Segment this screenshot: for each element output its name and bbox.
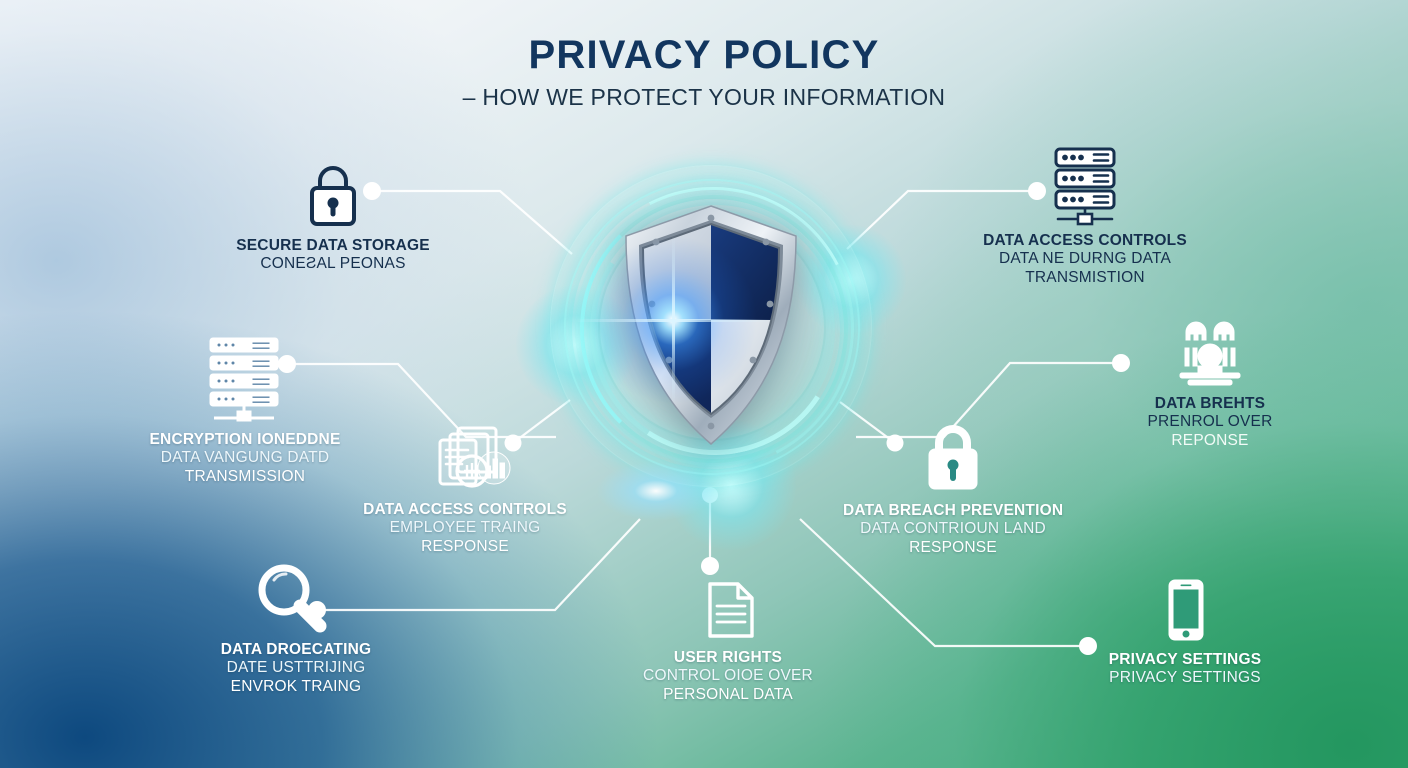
caption-line-1: USER RIGHTS bbox=[673, 649, 783, 666]
server-rack-icon bbox=[970, 145, 1200, 232]
node-caption: PRIVACY SETTINGS PRIVACY SETTINGS bbox=[1085, 651, 1285, 688]
caption-line-2: PRIVACY SETTINGS bbox=[1109, 669, 1261, 687]
node-caption: SECURE DATA STORAGE CONEƧAL PEONAS bbox=[228, 237, 438, 274]
header: PRIVACY POLICY – HOW WE PROTECT YOUR INF… bbox=[0, 34, 1408, 110]
caption-line-2: PRENROL OVER bbox=[1147, 413, 1273, 431]
caption-line-2: EMPLOYEE TRAING bbox=[389, 519, 541, 537]
lock-outline-icon bbox=[228, 162, 438, 237]
caption-line-1: DATA ACCESS CONTROLS bbox=[983, 232, 1187, 249]
node-data-access-controls-top[interactable]: DATA ACCESS CONTROLS DATA NE DURNG DATA … bbox=[970, 145, 1200, 287]
page-title: PRIVACY POLICY bbox=[528, 33, 880, 77]
caption-line-3: TRANSMISTION bbox=[1025, 268, 1145, 286]
page-subtitle: – HOW WE PROTECT YOUR INFORMATION bbox=[462, 84, 946, 110]
node-caption: USER RIGHTS CONTROL OIOE OVER PERSONAL D… bbox=[628, 649, 828, 704]
node-secure-data-storage[interactable]: SECURE DATA STORAGE CONEƧAL PEONAS bbox=[228, 162, 438, 274]
node-caption: DATA ACCESS CONTROLS EMPLOYEE TRAING RES… bbox=[360, 501, 570, 556]
node-user-rights[interactable]: USER RIGHTS CONTROL OIOE OVER PERSONAL D… bbox=[628, 578, 828, 704]
caption-line-1: SECURE DATA STORAGE bbox=[236, 237, 430, 254]
node-caption: DATA BREACH PREVENTION DATA CONTRIOUN LA… bbox=[843, 502, 1063, 557]
node-employee-training[interactable]: DATA ACCESS CONTROLS EMPLOYEE TRAING RES… bbox=[360, 424, 570, 556]
caption-line-3: RESPONSE bbox=[909, 538, 997, 556]
caption-line-1: DATA DROECATING bbox=[220, 641, 372, 658]
documents-chart-icon bbox=[360, 424, 570, 501]
people-group-icon bbox=[1110, 318, 1310, 395]
node-caption: DATA BREHTS PRENROL OVER REPONSE bbox=[1110, 395, 1310, 450]
node-privacy-settings[interactable]: PRIVACY SETTINGS PRIVACY SETTINGS bbox=[1085, 578, 1285, 688]
caption-line-2: DATE USTTRIJING bbox=[226, 659, 366, 677]
caption-line-1: ENCRYPTION IONEDDNE bbox=[149, 431, 341, 448]
server-stack-icon bbox=[140, 336, 350, 431]
node-breach-prevention[interactable]: DATA BREACH PREVENTION DATA CONTRIOUN LA… bbox=[843, 425, 1063, 557]
smartphone-icon bbox=[1085, 578, 1285, 651]
caption-line-2: DATA NE DURNG DATA bbox=[998, 250, 1172, 268]
document-page-icon bbox=[628, 578, 828, 649]
node-data-monitoring[interactable]: DATA DROECATING DATE USTTRIJING ENVROK T… bbox=[196, 560, 396, 696]
caption-line-2: CONEƧAL PEONAS bbox=[260, 255, 406, 273]
caption-line-3: PERSONAL DATA bbox=[663, 685, 793, 703]
node-caption: ENCRYPTION IONEDDNE DATA VANGUNG DATD TR… bbox=[140, 431, 350, 486]
caption-line-3: RESPONSE bbox=[421, 537, 509, 555]
caption-line-1: PRIVACY SETTINGS bbox=[1108, 651, 1262, 668]
caption-line-1: DATA BREACH PREVENTION bbox=[843, 502, 1064, 519]
caption-line-3: TRANSMISSION bbox=[184, 467, 306, 485]
security-shield-emblem bbox=[516, 150, 906, 550]
caption-line-2: DATA VANGUNG DATD bbox=[160, 449, 330, 467]
node-caption: DATA DROECATING DATE USTTRIJING ENVROK T… bbox=[196, 641, 396, 696]
caption-line-1: DATA BREHTS bbox=[1154, 395, 1266, 412]
caption-line-2: DATA CONTRIOUN LAND bbox=[860, 520, 1046, 538]
magnifier-icon bbox=[196, 560, 396, 641]
node-data-breaches[interactable]: DATA BREHTS PRENROL OVER REPONSE bbox=[1110, 318, 1310, 450]
caption-line-3: ENVROK TRAING bbox=[230, 677, 362, 695]
padlock-solid-icon bbox=[843, 425, 1063, 502]
caption-line-3: REPONSE bbox=[1171, 431, 1249, 449]
bottom-light-flare bbox=[596, 461, 716, 521]
shield-graphic bbox=[616, 200, 806, 450]
node-caption: DATA ACCESS CONTROLS DATA NE DURNG DATA … bbox=[970, 232, 1200, 287]
node-encryption[interactable]: ENCRYPTION IONEDDNE DATA VANGUNG DATD TR… bbox=[140, 336, 350, 486]
caption-line-2: CONTROL OIOE OVER bbox=[643, 667, 813, 685]
caption-line-1: DATA ACCESS CONTROLS bbox=[363, 501, 567, 518]
